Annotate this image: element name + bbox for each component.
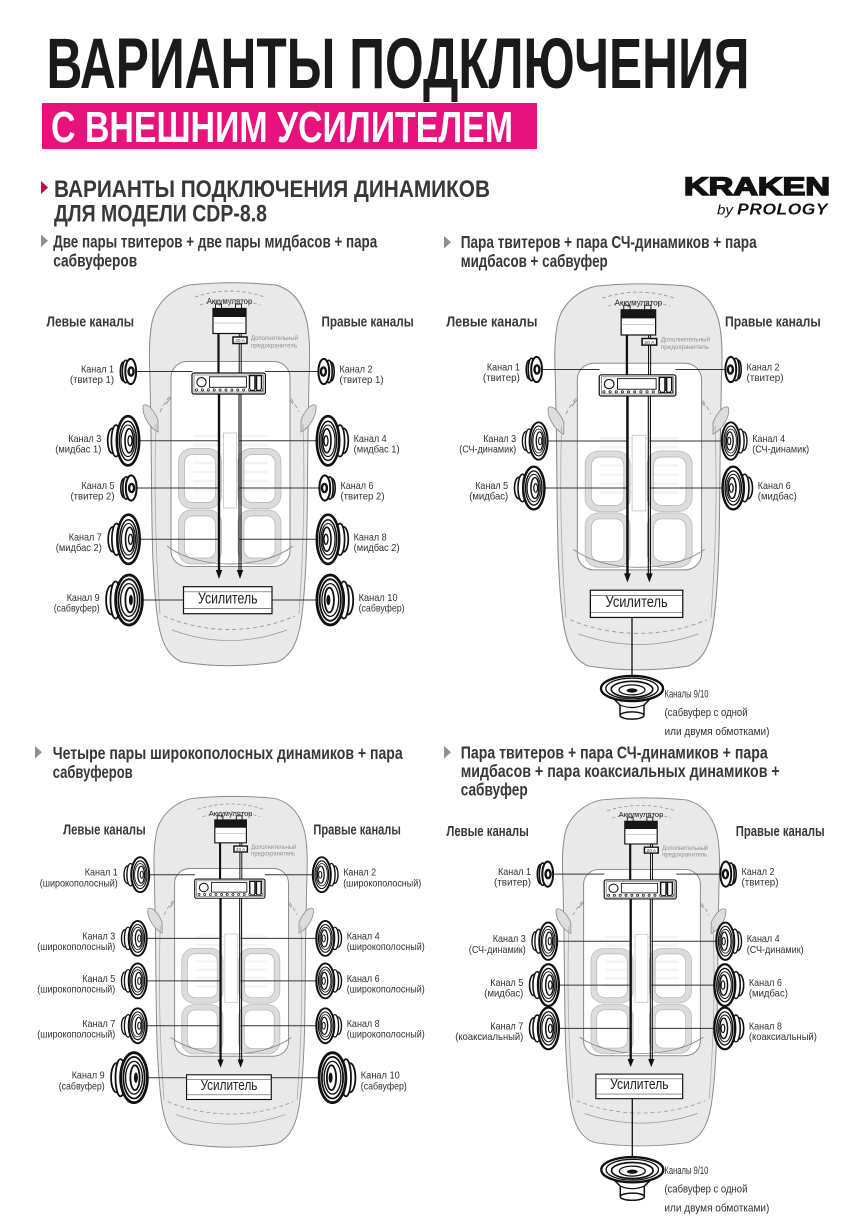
svg-text:Канал 8: Канал 8: [354, 531, 387, 543]
svg-text:Каналы 9/10: Каналы 9/10: [664, 1165, 708, 1177]
svg-text:(сабвуфер с одной: (сабвуфер с одной: [664, 1184, 747, 1196]
svg-text:Канал 4: Канал 4: [347, 930, 380, 942]
svg-text:Канал 2: Канал 2: [340, 364, 373, 376]
svg-text:Канал 6: Канал 6: [758, 480, 791, 492]
svg-text:Канал 2: Канал 2: [747, 362, 780, 374]
svg-text:(широкополосный): (широкополосный): [343, 877, 421, 889]
svg-text:(мидбас 1): (мидбас 1): [354, 443, 400, 455]
svg-text:Канал 5: Канал 5: [490, 977, 523, 989]
svg-text:(СЧ-динамик): (СЧ-динамик): [747, 944, 804, 956]
svg-text:(сабвуфер): (сабвуфер): [359, 603, 405, 615]
svg-text:(широкополосный): (широкополосный): [37, 941, 115, 953]
svg-text:Канал 1: Канал 1: [498, 866, 531, 878]
svg-text:Левые каналы: Левые каналы: [446, 314, 537, 331]
svg-text:(мидбас): (мидбас): [758, 491, 797, 503]
svg-text:Канал 8: Канал 8: [749, 1020, 782, 1032]
svg-text:Левые каналы: Левые каналы: [446, 823, 528, 840]
svg-text:ДЛЯ МОДЕЛИ CDP-8.8: ДЛЯ МОДЕЛИ CDP-8.8: [54, 201, 267, 228]
svg-text:(широкополосный): (широкополосный): [347, 984, 425, 996]
svg-text:(твитер 1): (твитер 1): [340, 374, 384, 386]
svg-text:Правые каналы: Правые каналы: [725, 314, 821, 331]
svg-text:Канал 4: Канал 4: [752, 433, 785, 445]
svg-text:Канал 6: Канал 6: [347, 973, 380, 985]
svg-text:(твитер): (твитер): [747, 372, 784, 384]
svg-text:(мидбас): (мидбас): [749, 988, 788, 1000]
svg-text:(широкополосный): (широкополосный): [347, 1028, 425, 1040]
svg-text:Канал 5: Канал 5: [475, 480, 508, 492]
svg-text:Левые каналы: Левые каналы: [63, 822, 146, 839]
svg-text:(сабвуфер): (сабвуфер): [59, 1080, 105, 1092]
svg-text:Пара твитеров + пара СЧ-динами: Пара твитеров + пара СЧ-динамиков + пара: [461, 743, 768, 763]
svg-text:(коаксиальный): (коаксиальный): [749, 1031, 817, 1043]
svg-text:мидбасов + сабвуфер: мидбасов + сабвуфер: [461, 251, 608, 271]
svg-text:Канал 6: Канал 6: [341, 480, 374, 492]
svg-text:(твитер 2): (твитер 2): [341, 491, 385, 503]
svg-text:(мидбас 2): (мидбас 2): [56, 542, 102, 554]
svg-text:Правые каналы: Правые каналы: [313, 822, 400, 839]
svg-text:(твитер): (твитер): [494, 877, 531, 889]
svg-text:(сабвуфер с одной: (сабвуфер с одной: [665, 707, 748, 719]
svg-text:мидбасов + пара коаксиальных д: мидбасов + пара коаксиальных динамиков +: [461, 761, 780, 781]
svg-text:или двумя обмотками): или двумя обмотками): [665, 726, 770, 738]
svg-text:Канал 8: Канал 8: [347, 1018, 380, 1030]
svg-text:сабвуферов: сабвуферов: [53, 251, 137, 271]
svg-text:Канал 7: Канал 7: [82, 1018, 115, 1030]
svg-text:(твитер): (твитер): [483, 372, 520, 384]
svg-text:Канал 2: Канал 2: [742, 866, 775, 878]
svg-text:ВАРИАНТЫ ПОДКЛЮЧЕНИЯ: ВАРИАНТЫ ПОДКЛЮЧЕНИЯ: [47, 24, 750, 104]
svg-text:(мидбас 2): (мидбас 2): [354, 542, 400, 554]
svg-text:Правые каналы: Правые каналы: [322, 314, 414, 331]
svg-text:(широкополосный): (широкополосный): [347, 941, 425, 953]
svg-text:Канал 3: Канал 3: [493, 933, 526, 945]
svg-text:(широкополосный): (широкополосный): [37, 984, 115, 996]
svg-text:сабвуферов: сабвуферов: [53, 762, 133, 782]
svg-text:Канал 1: Канал 1: [81, 364, 114, 376]
svg-text:Канал 7: Канал 7: [69, 531, 102, 543]
svg-text:Канал 2: Канал 2: [343, 867, 376, 879]
svg-text:Канал 10: Канал 10: [361, 1070, 400, 1082]
svg-text:(мидбас): (мидбас): [484, 988, 523, 1000]
svg-text:(широкополосный): (широкополосный): [40, 877, 118, 889]
svg-text:Канал 7: Канал 7: [490, 1020, 523, 1032]
svg-text:(мидбас): (мидбас): [469, 491, 508, 503]
svg-text:(сабвуфер): (сабвуфер): [54, 603, 100, 615]
svg-text:Канал 3: Канал 3: [82, 930, 115, 942]
svg-text:Канал 5: Канал 5: [82, 480, 115, 492]
svg-text:или двумя обмотками): или двумя обмотками): [664, 1202, 769, 1214]
svg-text:Канал 9: Канал 9: [72, 1070, 105, 1082]
svg-text:KRAKEN: KRAKEN: [684, 173, 830, 201]
svg-text:Канал 1: Канал 1: [487, 362, 520, 374]
svg-text:Канал 4: Канал 4: [354, 433, 387, 445]
svg-text:Канал 10: Канал 10: [359, 592, 398, 604]
svg-text:Канал 3: Канал 3: [483, 433, 516, 445]
svg-text:(мидбас 1): (мидбас 1): [55, 443, 101, 455]
svg-text:(СЧ-динамик): (СЧ-динамик): [752, 444, 809, 456]
svg-text:Каналы 9/10: Каналы 9/10: [665, 689, 709, 701]
svg-text:(твитер 2): (твитер 2): [71, 491, 115, 503]
svg-text:Канал 9: Канал 9: [67, 592, 100, 604]
svg-text:(СЧ-динамик): (СЧ-динамик): [459, 444, 516, 456]
svg-text:(сабвуфер): (сабвуфер): [361, 1080, 407, 1092]
svg-text:Канал 3: Канал 3: [68, 433, 101, 445]
svg-text:(СЧ-динамик): (СЧ-динамик): [469, 944, 526, 956]
svg-text:Четыре пары широкополосных дин: Четыре пары широкополосных динамиков + п…: [53, 743, 403, 763]
svg-text:Две пары твитеров + две пары м: Две пары твитеров + две пары мидбасов + …: [53, 232, 377, 252]
svg-text:(коаксиальный): (коаксиальный): [455, 1031, 523, 1043]
svg-text:(твитер 1): (твитер 1): [70, 374, 114, 386]
svg-text:by PROLOGY: by PROLOGY: [717, 202, 829, 219]
svg-text:Канал 1: Канал 1: [85, 867, 118, 879]
svg-text:сабвуфер: сабвуфер: [461, 780, 528, 800]
svg-text:ВАРИАНТЫ ПОДКЛЮЧЕНИЯ ДИНАМИКОВ: ВАРИАНТЫ ПОДКЛЮЧЕНИЯ ДИНАМИКОВ: [54, 176, 490, 203]
svg-text:Пара твитеров + пара СЧ-динами: Пара твитеров + пара СЧ-динамиков + пара: [461, 232, 757, 252]
svg-text:(широкополосный): (широкополосный): [37, 1028, 115, 1040]
svg-text:Канал 6: Канал 6: [749, 977, 782, 989]
svg-text:Канал 4: Канал 4: [747, 933, 780, 945]
svg-text:С ВНЕШНИМ УСИЛИТЕЛЕМ: С ВНЕШНИМ УСИЛИТЕЛЕМ: [51, 104, 513, 152]
svg-text:(твитер): (твитер): [742, 877, 779, 889]
svg-text:Канал 5: Канал 5: [82, 973, 115, 985]
svg-text:Правые каналы: Правые каналы: [736, 823, 825, 840]
svg-text:Левые каналы: Левые каналы: [47, 314, 135, 331]
